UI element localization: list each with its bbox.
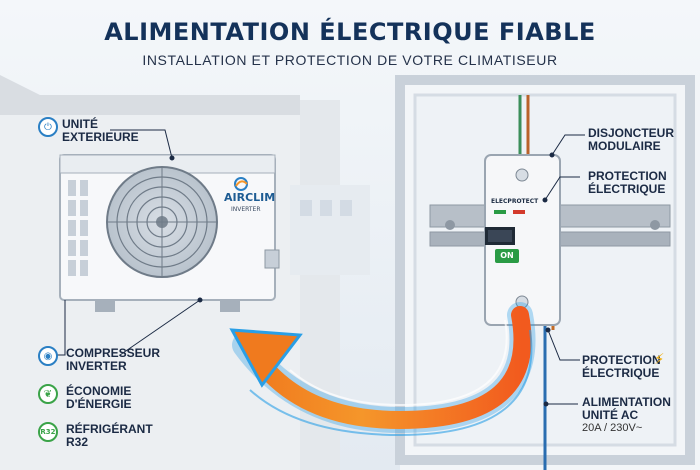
power-flow-arrow	[246, 306, 532, 430]
breaker-brand: ELECPROTECT	[491, 198, 539, 205]
page-title: ALIMENTATION ÉLECTRIQUE FIABLE	[104, 18, 596, 46]
label-protection-1-line2: ÉLECTRIQUE	[588, 182, 666, 196]
label-compressor: COMPRESSEUR INVERTER	[66, 347, 160, 373]
label-protection-2: PROTECTION ÉLECTRIQUE	[582, 354, 661, 380]
label-outdoor-unit: UNITÉ EXTERIEURE	[62, 118, 139, 144]
label-compressor-line2: INVERTER	[66, 359, 127, 373]
label-supply: ALIMENTATION UNITÉ AC 20A / 230V~	[582, 396, 671, 435]
label-compressor-line1: COMPRESSEUR	[66, 346, 161, 360]
label-protection-2-line1: PROTECTION	[582, 353, 661, 367]
plug-icon: ⏻	[38, 117, 58, 137]
unit-model: INVERTER	[231, 206, 261, 213]
label-breaker: DISJONCTEUR MODULAIRE	[588, 127, 674, 153]
label-protection-2-line2: ÉLECTRIQUE	[582, 366, 660, 380]
label-economy-line2: D'ÉNERGIE	[66, 397, 132, 411]
label-breaker-line1: DISJONCTEUR	[588, 126, 675, 140]
r32-icon: R32	[38, 422, 58, 442]
label-breaker-line2: MODULAIRE	[588, 139, 661, 153]
label-refrigerant-line2: R32	[66, 435, 89, 449]
leaf-icon: ❦	[38, 384, 58, 404]
breaker-on-switch: ON	[495, 249, 519, 263]
label-economy-line1: ÉCONOMIE	[66, 384, 132, 398]
label-refrigerant: RÉFRIGÉRANT R32	[66, 423, 153, 449]
page-subtitle: INSTALLATION ET PROTECTION DE VOTRE CLIM…	[142, 52, 558, 68]
label-economy: ÉCONOMIE D'ÉNERGIE	[66, 385, 132, 411]
label-supply-spec: 20A / 230V~	[582, 422, 643, 434]
label-refrigerant-line1: RÉFRIGÉRANT	[66, 422, 153, 436]
label-supply-line1: ALIMENTATION	[582, 395, 671, 409]
compressor-icon: ◉	[38, 346, 58, 366]
label-protection-1: PROTECTION ÉLECTRIQUE	[588, 170, 667, 196]
label-outdoor-unit-line1: UNITÉ	[62, 117, 98, 131]
lightning-icon: ⚡	[654, 350, 665, 368]
label-supply-line2: UNITÉ AC	[582, 408, 639, 422]
unit-brand: AIRCLIM	[224, 191, 276, 204]
arrow-head	[229, 328, 303, 388]
label-protection-1-line1: PROTECTION	[588, 169, 667, 183]
background-building	[290, 185, 370, 275]
label-outdoor-unit-line2: EXTERIEURE	[62, 130, 139, 144]
